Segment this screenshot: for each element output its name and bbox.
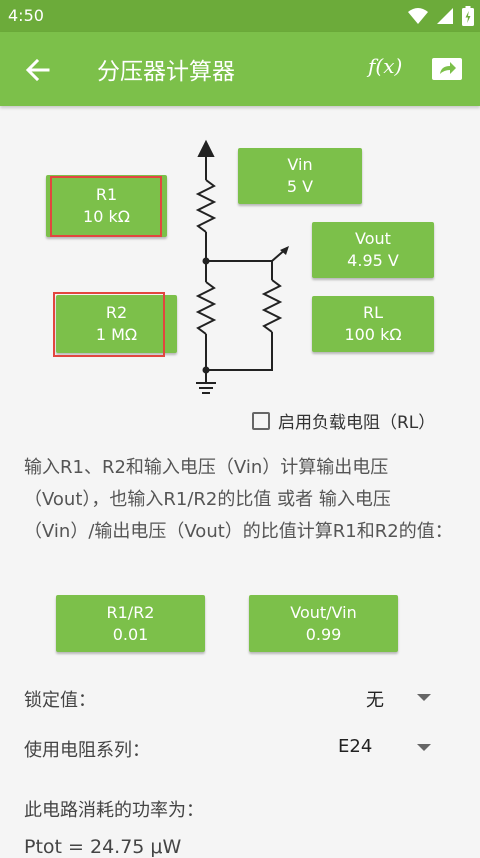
circuit-diagram (195, 139, 289, 394)
status-time: 4:50 (8, 6, 44, 25)
wifi-icon (408, 8, 428, 24)
rl-button[interactable]: RL 100 kΩ (312, 296, 434, 352)
battery-icon (462, 6, 474, 26)
chevron-down-icon (417, 694, 431, 701)
chevron-down-icon (417, 744, 431, 751)
r1-button[interactable]: R1 10 kΩ (46, 175, 167, 237)
resistor-series-selected: E24 (338, 736, 373, 757)
r1-value: 10 kΩ (83, 207, 130, 226)
lock-value-dropdown[interactable]: 无 (340, 680, 460, 716)
lock-value-selected: 无 (366, 690, 384, 711)
r2-label: R2 (105, 303, 128, 322)
load-checkbox[interactable] (252, 411, 270, 430)
formula-button[interactable]: f(x) (368, 54, 403, 78)
signal-icon (437, 8, 453, 24)
r2-button[interactable]: R2 1 MΩ (56, 295, 177, 353)
share-icon[interactable] (430, 54, 464, 84)
voutvin-value: 0.99 (305, 624, 342, 644)
voutvin-label: Vout/Vin (290, 602, 357, 622)
r1r2-ratio-button[interactable]: R1/R2 0.01 (56, 595, 205, 652)
app-bar: 分压器计算器 f(x) (0, 32, 480, 106)
vout-button[interactable]: Vout 4.95 V (312, 222, 434, 278)
node-ground (202, 366, 210, 374)
description-text: 输入R1、R2和输入电压（Vin）计算输出电压（Vout），也输入R1/R2的比… (24, 457, 453, 542)
r1-label: R1 (95, 185, 118, 204)
rl-value: 100 kΩ (344, 325, 402, 344)
power-value: Ptot = 24.75 μW (24, 836, 182, 858)
lock-value-label: 锁定值： (24, 690, 96, 711)
r1r2-value: 0.01 (112, 624, 149, 644)
vin-value: 5 V (286, 177, 314, 196)
rl-label: RL (362, 303, 384, 322)
vout-value: 4.95 V (347, 251, 399, 270)
status-bar: 4:50 (0, 0, 480, 32)
vin-button[interactable]: Vin 5 V (238, 148, 362, 204)
power-label: 此电路消耗的功率为： (24, 800, 204, 821)
vin-label: Vin (287, 155, 313, 174)
back-arrow-icon[interactable] (20, 52, 56, 88)
r1r2-label: R1/R2 (106, 602, 155, 622)
node-vout (202, 257, 210, 265)
voutvin-ratio-button[interactable]: Vout/Vin 0.99 (249, 595, 398, 652)
load-resistor-toggle[interactable]: 启用负载电阻（RL） (252, 408, 435, 433)
load-checkbox-label: 启用负载电阻（RL） (278, 413, 436, 433)
resistor-series-dropdown[interactable]: E24 (330, 730, 460, 766)
r2-value: 1 MΩ (95, 325, 138, 344)
vout-label: Vout (355, 229, 391, 248)
status-icons (408, 6, 474, 26)
page-title: 分压器计算器 (97, 59, 235, 85)
resistor-series-label: 使用电阻系列： (24, 740, 150, 761)
